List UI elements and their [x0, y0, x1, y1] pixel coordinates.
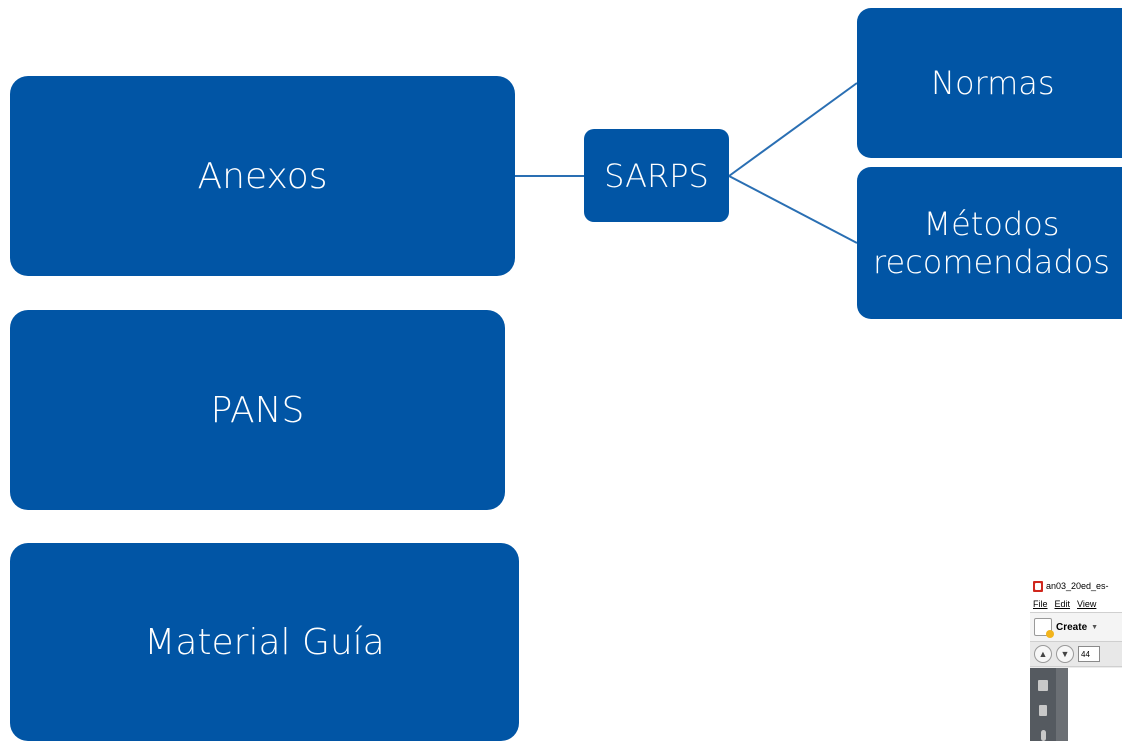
page-thumbnails-icon[interactable] [1038, 680, 1048, 691]
node-metodos-line2: recomendados [873, 243, 1110, 281]
reader-titlebar: an03_20ed_es- [1030, 576, 1122, 596]
node-sarps: SARPS [584, 129, 729, 222]
document-view [1056, 668, 1122, 741]
node-material-label: Material Guía [144, 621, 385, 663]
node-normas-label: Normas [931, 64, 1055, 102]
node-anexos-label: Anexos [197, 155, 328, 197]
reader-nav-toolbar: ▲ ▼ 44 [1030, 642, 1122, 667]
node-normas: Normas [857, 8, 1122, 158]
node-pans: PANS [10, 310, 505, 510]
reader-toolbar: Create ▼ [1030, 613, 1122, 642]
reader-left-panel [1030, 668, 1056, 741]
node-metodos-line1: Métodos [923, 204, 1060, 243]
paperclip-icon[interactable] [1040, 730, 1046, 741]
connector-sarps-normas [728, 82, 858, 177]
create-button[interactable]: Create [1056, 621, 1088, 633]
page-number-input[interactable]: 44 [1078, 646, 1100, 662]
menu-view[interactable]: View [1077, 599, 1097, 609]
reader-workarea [1030, 668, 1122, 741]
node-material-guia: Material Guía [10, 543, 519, 741]
bookmark-icon[interactable] [1039, 705, 1047, 716]
menu-file[interactable]: File [1033, 599, 1048, 609]
reader-window-title: an03_20ed_es- [1046, 581, 1109, 591]
connector-sarps-metodos [728, 175, 858, 244]
create-pdf-icon[interactable] [1034, 618, 1054, 638]
node-metodos-label: Métodos recomendados [873, 205, 1110, 282]
pdf-file-icon [1033, 580, 1043, 592]
pdf-reader-thumbnail: an03_20ed_es- File Edit View Create ▼ ▲ … [1030, 576, 1122, 741]
node-metodos-recomendados: Métodos recomendados [857, 167, 1122, 319]
node-pans-label: PANS [210, 389, 305, 431]
previous-page-icon[interactable]: ▲ [1034, 645, 1052, 663]
menu-edit[interactable]: Edit [1054, 599, 1071, 609]
node-sarps-label: SARPS [604, 156, 709, 195]
reader-menubar: File Edit View [1030, 596, 1122, 613]
chevron-down-icon[interactable]: ▼ [1091, 623, 1099, 631]
next-page-icon[interactable]: ▼ [1056, 645, 1074, 663]
node-anexos: Anexos [10, 76, 515, 276]
